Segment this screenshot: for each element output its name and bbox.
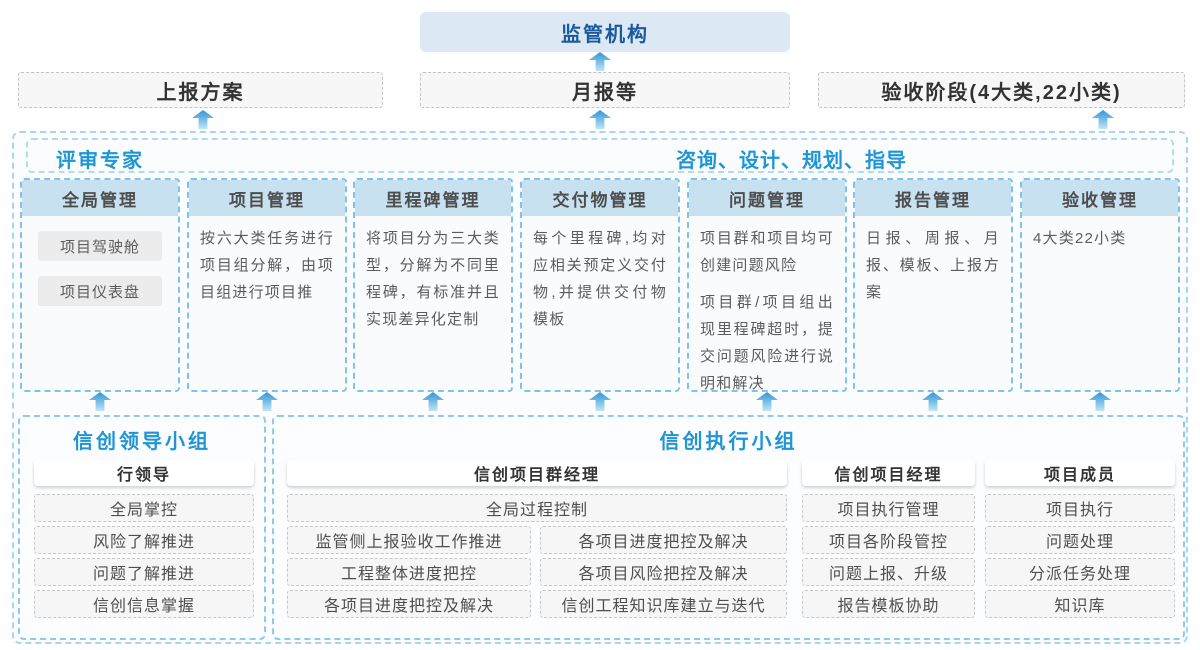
task-item: 各项目进度把控及解决 — [287, 590, 531, 618]
task-item: 信创工程知识库建立与迭代 — [540, 590, 787, 618]
column-title: 项目管理 — [189, 180, 345, 216]
task-item: 报告模板协助 — [802, 590, 975, 618]
task-item: 项目执行管理 — [802, 494, 975, 522]
program-manager-role-bar: 信创项目群经理 — [287, 460, 787, 486]
bank-leader-role-bar: 行领导 — [34, 460, 254, 486]
column-global-management: 全局管理 项目驾驶舱 项目仪表盘 — [20, 178, 180, 392]
column-body: 日报、周报、月报、模板、上报方案 — [866, 230, 1000, 301]
issue-paragraph: 项目群/项目组出现里程碑超时，提交问题风险进行说明和解决 — [700, 294, 834, 392]
review-experts-label: 评审专家 — [56, 150, 144, 172]
column-title: 问题管理 — [689, 180, 845, 216]
task-item: 各项目风险把控及解决 — [540, 558, 787, 586]
column-report-management: 报告管理 日报、周报、月报、模板、上报方案 — [853, 178, 1013, 392]
arrow-up-icon — [192, 110, 214, 129]
task-item: 知识库 — [985, 590, 1175, 618]
consulting-design-label: 咨询、设计、规划、指导 — [676, 150, 907, 172]
regulator-box: 监管机构 — [420, 12, 790, 52]
task-item: 问题上报、升级 — [802, 558, 975, 586]
task-item: 问题处理 — [985, 526, 1175, 554]
task-item: 项目执行 — [985, 494, 1175, 522]
column-issue-management: 问题管理 项目群和项目均可创建问题风险 项目群/项目组出现里程碑超时，提交问题风… — [687, 178, 847, 392]
task-item: 监管侧上报验收工作推进 — [287, 526, 531, 554]
task-item: 问题了解推进 — [34, 558, 254, 586]
task-item: 分派任务处理 — [985, 558, 1175, 586]
column-body: 项目群和项目均可创建问题风险 项目群/项目组出现里程碑超时，提交问题风险进行说明… — [689, 216, 845, 392]
column-title: 全局管理 — [22, 180, 178, 216]
task-item: 工程整体进度把控 — [287, 558, 531, 586]
project-dashboard-pill: 项目仪表盘 — [38, 276, 162, 306]
group-title: 信创领导小组 — [73, 431, 211, 453]
task-item: 全局掌控 — [34, 494, 254, 522]
monthly-report-box: 月报等 — [420, 72, 790, 108]
arrow-up-icon — [589, 52, 611, 71]
report-plan-box: 上报方案 — [18, 72, 383, 108]
column-project-management: 项目管理 按六大类任务进行项目组分解，由项目组进行项目推 — [187, 178, 347, 392]
column-milestone-management: 里程碑管理 将项目分为三大类型，分解为不同里程碑，有标准并且实现差异化定制 — [353, 178, 513, 392]
column-acceptance-management: 验收管理 4大类22小类 — [1020, 178, 1180, 392]
column-body: 4大类22小类 — [1033, 230, 1127, 247]
project-manager-role-bar: 信创项目经理 — [802, 460, 975, 486]
arrow-up-icon — [1092, 110, 1114, 129]
task-item: 风险了解推进 — [34, 526, 254, 554]
project-cockpit-pill: 项目驾驶舱 — [38, 231, 162, 261]
column-body: 每个里程碑,均对应相关预定义交付物,并提供交付物模板 — [533, 230, 667, 328]
task-item: 项目各阶段管控 — [802, 526, 975, 554]
column-title: 交付物管理 — [522, 180, 678, 216]
acceptance-stage-box: 验收阶段(4大类,22小类) — [818, 72, 1185, 108]
column-deliverable-management: 交付物管理 每个里程碑,均对应相关预定义交付物,并提供交付物模板 — [520, 178, 680, 392]
column-title: 验收管理 — [1022, 180, 1178, 216]
header-strip: 评审专家 咨询、设计、规划、指导 — [26, 138, 1174, 173]
xinchuang-execution-group: 信创执行小组 信创项目群经理 全局过程控制 监管侧上报验收工作推进 工程整体进度… — [272, 415, 1185, 640]
issue-paragraph: 项目群和项目均可创建问题风险 — [700, 230, 834, 274]
group-title: 信创执行小组 — [659, 431, 798, 453]
column-title: 报告管理 — [855, 180, 1011, 216]
arrow-up-icon — [589, 110, 611, 129]
task-item: 信创信息掌握 — [34, 590, 254, 618]
xinchuang-leadership-group: 信创领导小组 行领导 全局掌控 风险了解推进 问题了解推进 信创信息掌握 — [18, 415, 266, 640]
column-body: 按六大类任务进行项目组分解，由项目组进行项目推 — [200, 230, 334, 301]
project-member-role-bar: 项目成员 — [985, 460, 1175, 486]
task-item: 全局过程控制 — [287, 494, 787, 522]
column-title: 里程碑管理 — [355, 180, 511, 216]
task-item: 各项目进度把控及解决 — [540, 526, 787, 554]
column-body: 将项目分为三大类型，分解为不同里程碑，有标准并且实现差异化定制 — [366, 230, 500, 328]
